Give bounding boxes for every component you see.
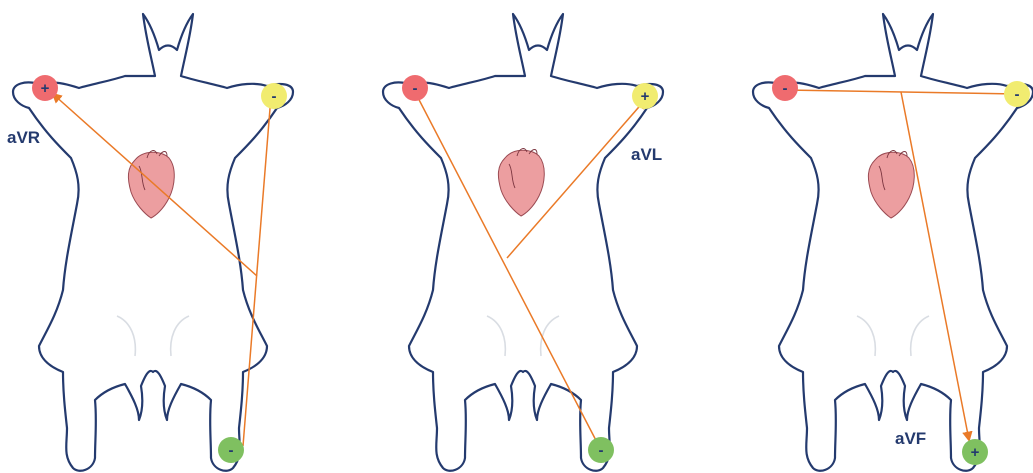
lead-label: aVL bbox=[631, 145, 662, 164]
electrode-sign: + bbox=[641, 88, 650, 105]
lead-line-la-ll bbox=[243, 96, 271, 446]
panel-avr: + - - aVR bbox=[7, 14, 293, 471]
panel-avf: - - + aVF bbox=[753, 14, 1033, 471]
heart-icon bbox=[128, 151, 174, 218]
electrode-sign: - bbox=[413, 80, 418, 97]
heart-icon bbox=[868, 151, 914, 218]
electrode-sign: + bbox=[971, 444, 980, 461]
lead-label: aVF bbox=[895, 429, 926, 448]
electrode-sign: - bbox=[1015, 86, 1020, 103]
electrode-left-leg: - bbox=[218, 437, 244, 463]
panel-avl: - + - aVL bbox=[383, 14, 663, 471]
electrode-right-arm: - bbox=[772, 75, 798, 101]
electrode-left-arm: - bbox=[1004, 81, 1030, 107]
electrode-left-arm: - bbox=[261, 83, 287, 109]
lead-line-ra-ll bbox=[415, 92, 601, 450]
heart-icon bbox=[498, 149, 544, 216]
electrode-left-leg: + bbox=[962, 439, 988, 465]
electrode-left-arm: + bbox=[632, 83, 658, 109]
electrode-sign: + bbox=[41, 80, 50, 97]
lead-label: aVR bbox=[7, 128, 40, 147]
electrode-left-leg: - bbox=[588, 437, 614, 463]
electrode-sign: - bbox=[783, 80, 788, 97]
electrode-sign: - bbox=[229, 442, 234, 459]
lead-vector-arrow bbox=[53, 94, 257, 276]
electrode-right-arm: - bbox=[402, 75, 428, 101]
electrode-sign: - bbox=[599, 442, 604, 459]
electrode-sign: - bbox=[272, 88, 277, 105]
electrode-right-arm: + bbox=[32, 75, 58, 101]
